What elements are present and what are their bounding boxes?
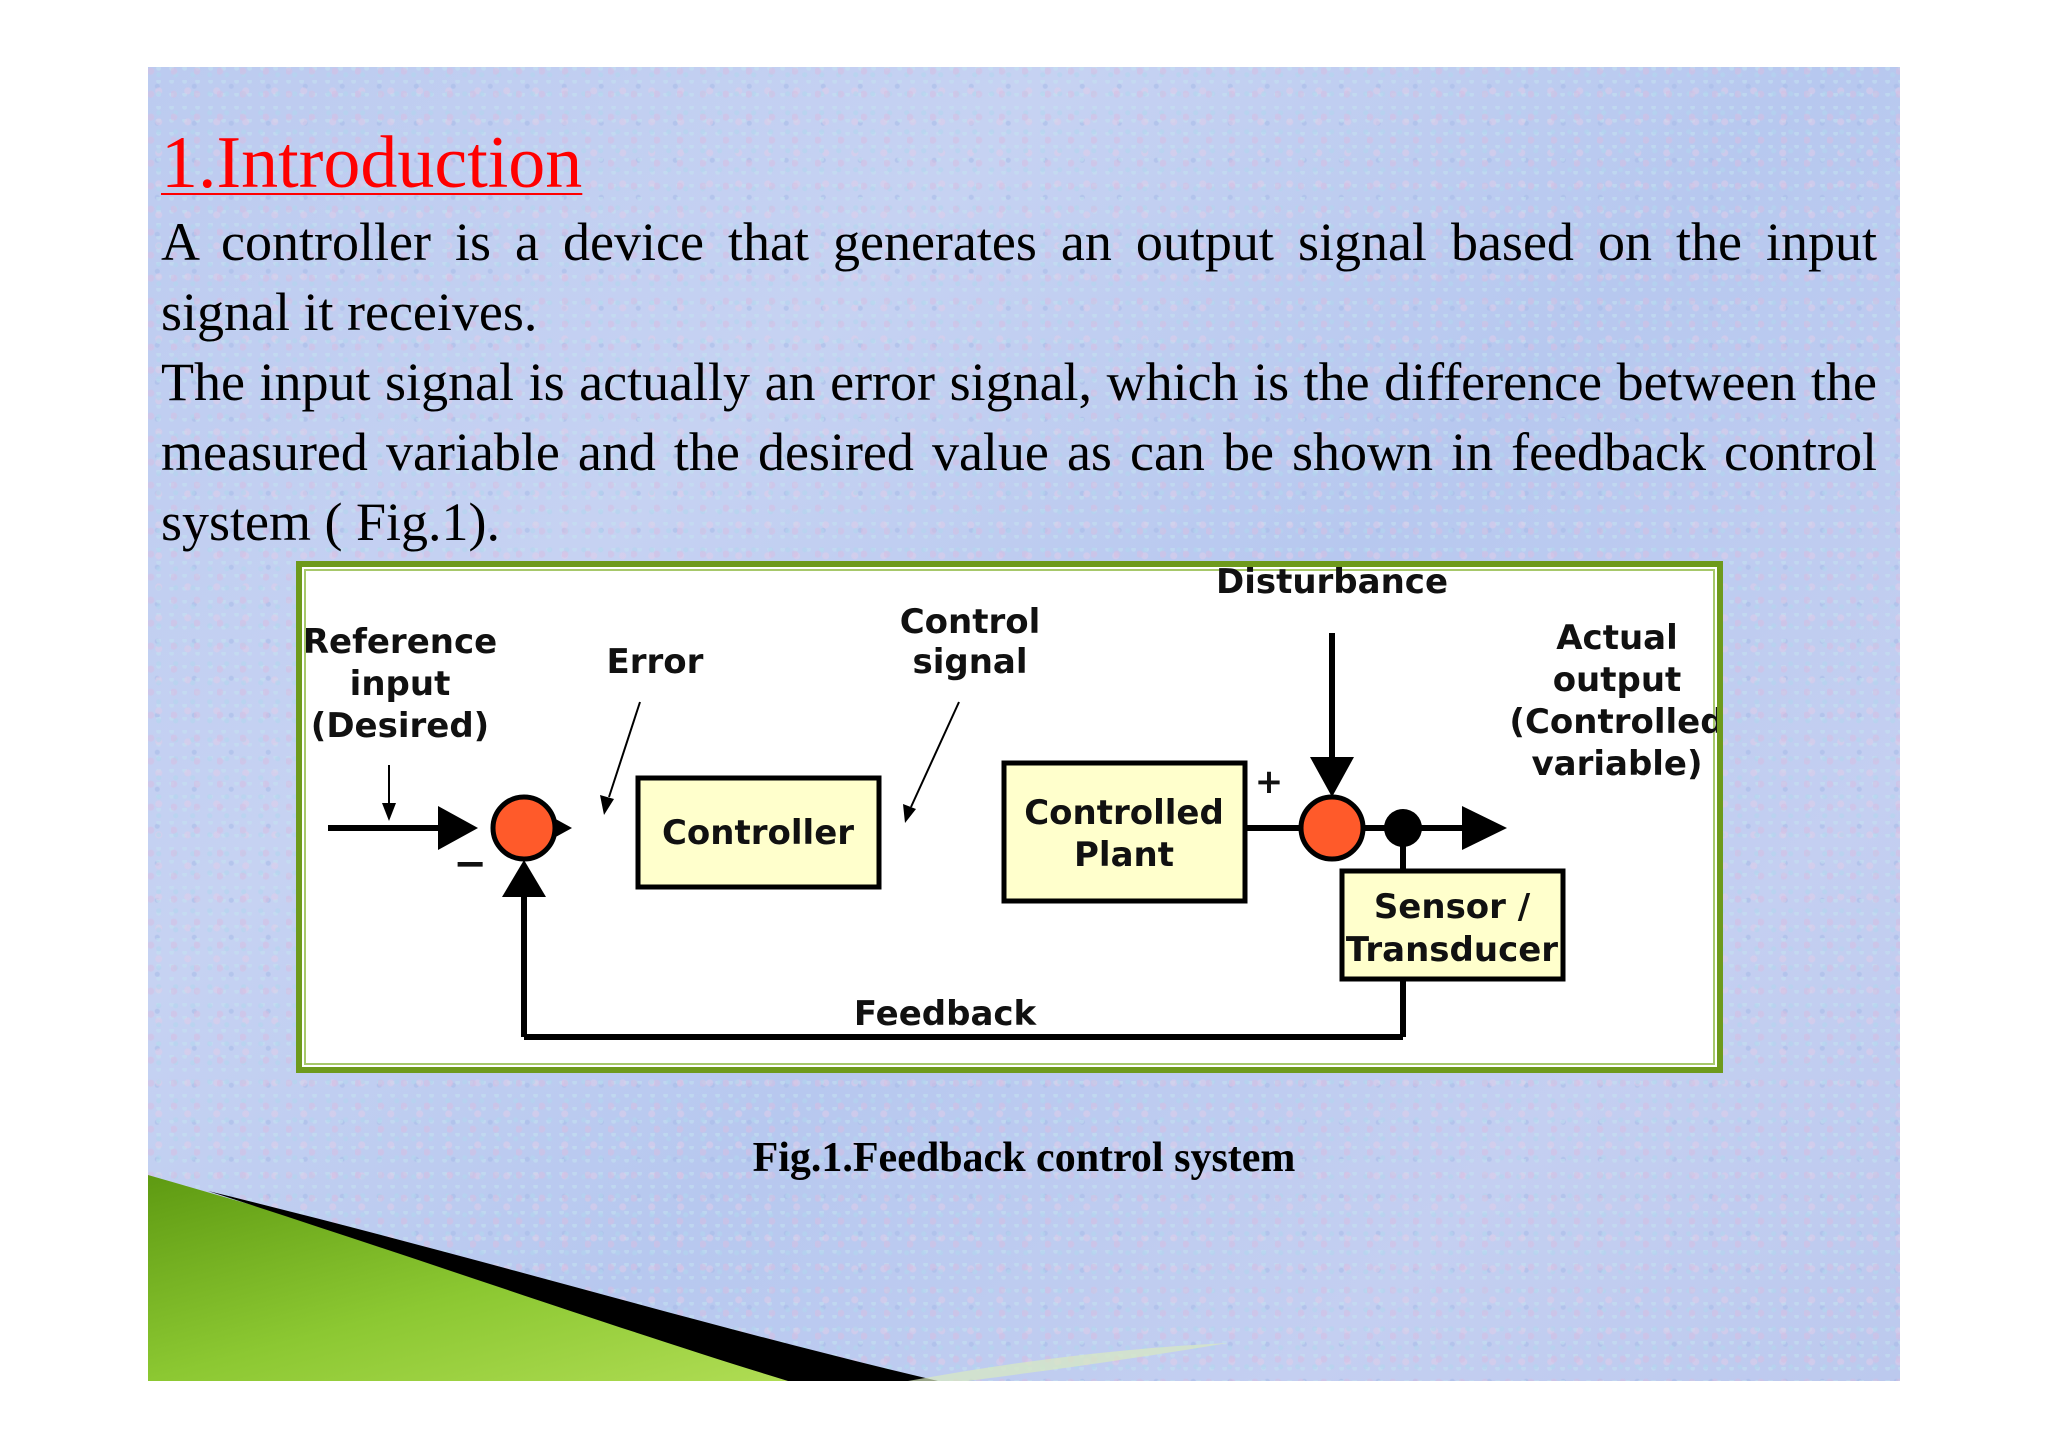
body-text: A controller is a device that generates …	[161, 207, 1877, 557]
annotation-pointers	[388, 701, 960, 810]
arrow-reference	[438, 806, 478, 850]
controller-block	[635, 775, 882, 890]
label-actual-line4: variable)	[1531, 744, 1702, 784]
feedback-control-diagram: Reference input (Desired) Error Control …	[296, 561, 1723, 1073]
slide: 1.Introduction A controller is a device …	[148, 67, 1900, 1381]
label-control-line2: signal	[912, 642, 1027, 682]
figure-caption: Fig.1.Feedback control system	[752, 1135, 1296, 1181]
label-reference-line1: Reference	[303, 622, 497, 662]
corner-swoosh-decoration	[148, 1175, 1228, 1381]
paragraph-controller-definition: A controller is a device that generates …	[161, 212, 1877, 342]
slide-title: 1.Introduction	[161, 122, 583, 204]
label-actual-line1: Actual	[1556, 618, 1678, 658]
sensor-transducer-block	[1339, 868, 1566, 982]
summing-junction-disturbance	[1298, 794, 1366, 862]
error-pointer	[608, 701, 641, 798]
black-swoosh-shape	[208, 1191, 938, 1381]
diagram-inner-border	[304, 569, 1715, 1065]
label-feedback: Feedback	[854, 994, 1038, 1034]
green-swoosh-shape	[148, 1175, 908, 1381]
diagram-canvas: Reference input (Desired) Error Control …	[303, 567, 1717, 1040]
light-swoosh-shape	[908, 1343, 1228, 1381]
arrow-output	[1462, 806, 1507, 850]
label-sensor-line2: Transducer	[1346, 930, 1558, 970]
pointer-heads	[382, 795, 916, 823]
control-signal-pointer	[910, 701, 960, 808]
label-reference-line3: (Desired)	[311, 706, 489, 746]
takeoff-point	[1384, 809, 1422, 847]
controlled-plant-block	[1001, 760, 1248, 904]
label-error: Error	[607, 642, 704, 682]
summing-junction-error	[490, 794, 558, 862]
arrow-disturbance	[1310, 757, 1354, 797]
label-plant-line1: Controlled	[1024, 793, 1224, 833]
label-actual-line2: output	[1553, 660, 1682, 700]
label-disturbance: Disturbance	[1216, 567, 1448, 602]
label-sensor-line1: Sensor /	[1374, 887, 1531, 927]
paragraph-error-signal: The input signal is actually an error si…	[161, 352, 1877, 552]
reference-pointer-head	[382, 803, 396, 821]
plus-sign: +	[1255, 762, 1284, 802]
label-plant-line2: Plant	[1074, 835, 1174, 875]
minus-sign: −	[453, 841, 487, 887]
label-controller: Controller	[662, 813, 854, 853]
control-pointer-head	[903, 804, 916, 823]
label-reference-line2: input	[350, 664, 451, 704]
error-pointer-head	[600, 795, 614, 815]
label-control-line1: Control	[900, 602, 1041, 642]
arrow-feedback-up	[502, 860, 546, 897]
label-actual-line3: (Controlled	[1509, 702, 1717, 742]
